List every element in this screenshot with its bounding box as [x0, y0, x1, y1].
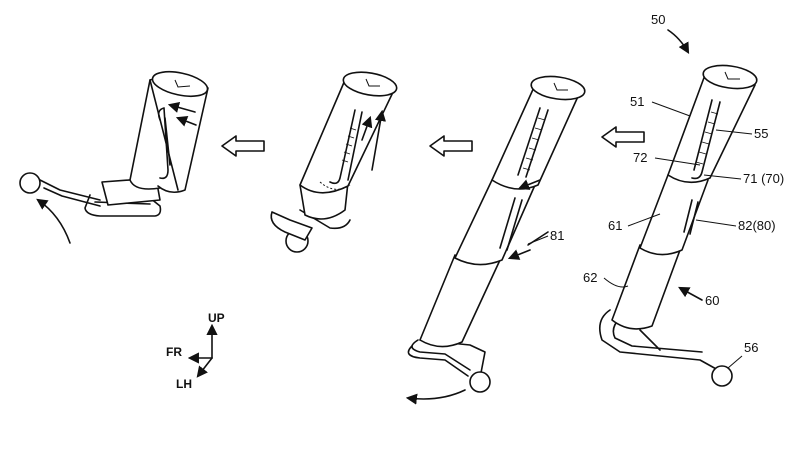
stand-stage-4	[599, 64, 758, 387]
axis-front-label: FR	[166, 345, 182, 359]
axis-left-label: LH	[176, 377, 192, 391]
ref-56: 56	[744, 340, 758, 355]
ball-end-icon	[19, 172, 41, 194]
ref-51: 51	[630, 94, 644, 109]
ref-61: 61	[608, 218, 622, 233]
ref-72: 72	[633, 150, 647, 165]
ref-81: 81	[550, 228, 564, 243]
transition-arrow-1	[221, 135, 265, 157]
stand-stage-1	[19, 70, 209, 244]
axis-up-label: UP	[208, 311, 225, 325]
ref-60: 60	[705, 293, 719, 308]
transition-arrow-3	[601, 126, 645, 148]
ref-55: 55	[754, 126, 768, 141]
direction-axes: UP FR LH	[166, 311, 225, 391]
reference-labels: 50 51 55 72 71 (70) 61 82(80) 62 60 56 8…	[527, 12, 784, 369]
transition-arrow-2	[429, 135, 473, 157]
ref-62: 62	[583, 270, 597, 285]
ref-71-70: 71 (70)	[743, 171, 784, 186]
ref-50: 50	[651, 12, 665, 27]
stand-stage-2	[270, 71, 398, 253]
ref-82-80: 82(80)	[738, 218, 776, 233]
stand-stage-3	[405, 75, 586, 405]
